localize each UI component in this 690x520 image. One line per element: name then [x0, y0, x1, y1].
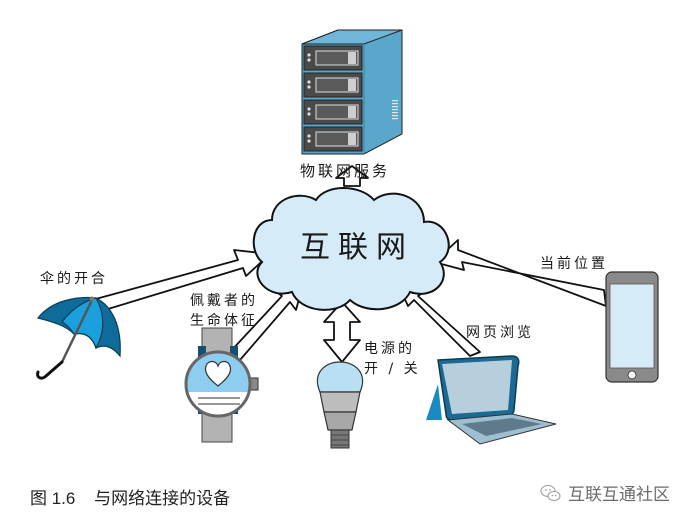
- wechat-icon: [540, 484, 561, 501]
- watermark: 互联互通社区: [540, 480, 670, 505]
- figure-number: 图 1.6: [30, 489, 76, 508]
- arrow-umbrella-to-internet: [91, 249, 271, 313]
- server-drive-bay: [303, 72, 363, 98]
- figure-title: 与网络连接的设备: [94, 489, 231, 508]
- server-icon: [301, 29, 403, 155]
- laptop-label: 网页浏览: [466, 325, 534, 341]
- arrow-bulb-bidirectional: [323, 301, 361, 363]
- figure-caption: 图 1.6 与网络连接的设备: [30, 484, 230, 509]
- lightbulb-label-line1: 电源的: [364, 341, 415, 357]
- lightbulb-label-line2: 开 / 关: [364, 361, 421, 377]
- internet-label: 互联网: [300, 230, 414, 265]
- lightbulb-icon: [316, 361, 364, 449]
- umbrella-label: 伞的开合: [40, 271, 108, 287]
- smartphone-icon: [605, 271, 659, 383]
- server-label: 物联网服务: [300, 162, 391, 180]
- server-drive-bay: [303, 126, 363, 152]
- smartwatch-label-line2: 生命体征: [190, 313, 258, 329]
- server-drive-bay: [303, 99, 363, 125]
- smartwatch-label-line1: 佩戴者的: [190, 293, 258, 309]
- cloud-icon: [252, 187, 450, 311]
- umbrella-icon: [36, 296, 121, 380]
- smartphone-label: 当前位置: [540, 256, 608, 272]
- watermark-text: 互联互通社区: [568, 485, 670, 505]
- server-drive-bay: [303, 45, 363, 71]
- arrow-server-cloud: [335, 165, 369, 187]
- laptop-icon: [426, 355, 557, 445]
- arrow-phone-to-internet: [433, 239, 607, 307]
